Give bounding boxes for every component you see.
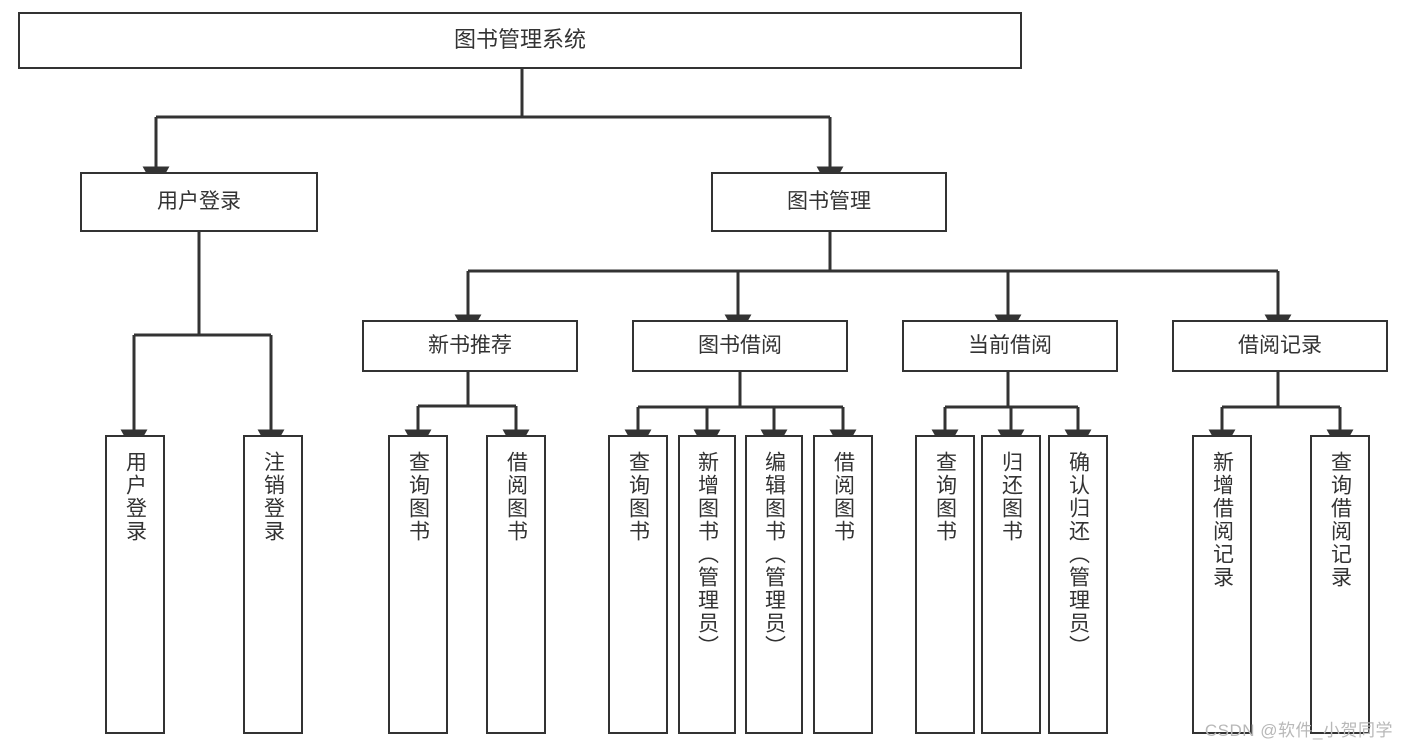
node-label: 查询图书 — [406, 451, 430, 543]
node-leaf-query-book-3[interactable]: 查询图书 — [915, 435, 975, 734]
node-leaf-query-book-2[interactable]: 查询图书 — [608, 435, 668, 734]
node-borrow-record[interactable]: 借阅记录 — [1172, 320, 1388, 372]
node-leaf-edit-book[interactable]: 编辑图书（管理员） — [745, 435, 803, 734]
node-leaf-return-book[interactable]: 归还图书 — [981, 435, 1041, 734]
node-label: 编辑图书（管理员） — [762, 451, 786, 658]
node-label: 新增图书（管理员） — [695, 451, 719, 658]
node-leaf-borrow-book-2[interactable]: 借阅图书 — [813, 435, 873, 734]
node-current-borrow[interactable]: 当前借阅 — [902, 320, 1118, 372]
node-label: 借阅记录 — [1238, 334, 1322, 358]
node-root[interactable]: 图书管理系统 — [18, 12, 1022, 69]
node-leaf-borrow-book-1[interactable]: 借阅图书 — [486, 435, 546, 734]
node-label: 新增借阅记录 — [1210, 451, 1234, 589]
node-leaf-query-book-1[interactable]: 查询图书 — [388, 435, 448, 734]
node-label: 借阅图书 — [504, 451, 528, 543]
node-book-management[interactable]: 图书管理 — [711, 172, 947, 232]
node-label: 归还图书 — [999, 451, 1023, 543]
node-leaf-add-book[interactable]: 新增图书（管理员） — [678, 435, 736, 734]
node-label: 注销登录 — [261, 451, 285, 543]
node-leaf-query-record[interactable]: 查询借阅记录 — [1310, 435, 1370, 734]
node-user-login[interactable]: 用户登录 — [80, 172, 318, 232]
node-book-borrow[interactable]: 图书借阅 — [632, 320, 848, 372]
node-label: 用户登录 — [123, 451, 147, 543]
node-label: 查询图书 — [933, 451, 957, 543]
node-label: 图书管理 — [787, 190, 871, 214]
node-label: 图书管理系统 — [453, 27, 586, 53]
watermark-text: CSDN @软件_小贺同学 — [1204, 721, 1393, 740]
node-label: 图书借阅 — [698, 334, 782, 358]
node-label: 借阅图书 — [831, 451, 855, 543]
connector-group — [120, 69, 1354, 454]
node-new-book-recommend[interactable]: 新书推荐 — [362, 320, 578, 372]
node-label: 查询借阅记录 — [1328, 451, 1352, 589]
node-leaf-logout[interactable]: 注销登录 — [243, 435, 303, 734]
node-leaf-add-record[interactable]: 新增借阅记录 — [1192, 435, 1252, 734]
node-label: 确认归还（管理员） — [1066, 451, 1090, 658]
node-leaf-user-login[interactable]: 用户登录 — [105, 435, 165, 734]
node-label: 新书推荐 — [428, 334, 512, 358]
node-label: 查询图书 — [626, 451, 650, 543]
node-label: 当前借阅 — [968, 334, 1052, 358]
node-label: 用户登录 — [157, 190, 241, 214]
node-leaf-confirm-return[interactable]: 确认归还（管理员） — [1048, 435, 1108, 734]
